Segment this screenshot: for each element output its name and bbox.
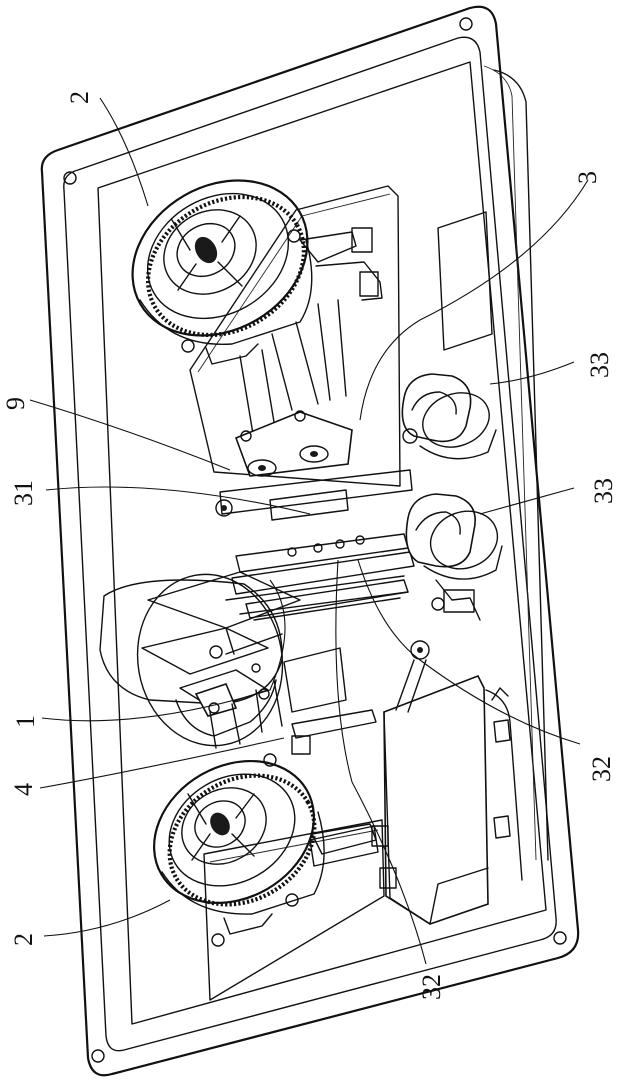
upper-gas-pipes [236,300,352,476]
label-2-bottom: 2 [9,933,38,946]
control-valve-upper [402,374,496,459]
reference-labels: 2 3 9 33 31 33 1 4 32 2 32 [1,91,618,1000]
label-33-upper: 33 [585,352,614,378]
label-2-top: 2 [65,91,94,104]
label-32-bottom: 32 [417,974,446,1000]
lower-mount-plate [204,820,396,1000]
label-32-right: 32 [587,756,616,782]
label-3: 3 [573,171,602,184]
ignition-bracket [100,572,408,708]
lower-manifold [124,563,376,757]
lower-burner [128,733,376,946]
label-9: 9 [1,397,30,410]
label-31: 31 [9,480,38,506]
label-33-lower: 33 [589,478,618,504]
control-valve-lower [406,494,505,620]
label-1: 1 [11,715,40,728]
label-4: 4 [9,783,38,796]
